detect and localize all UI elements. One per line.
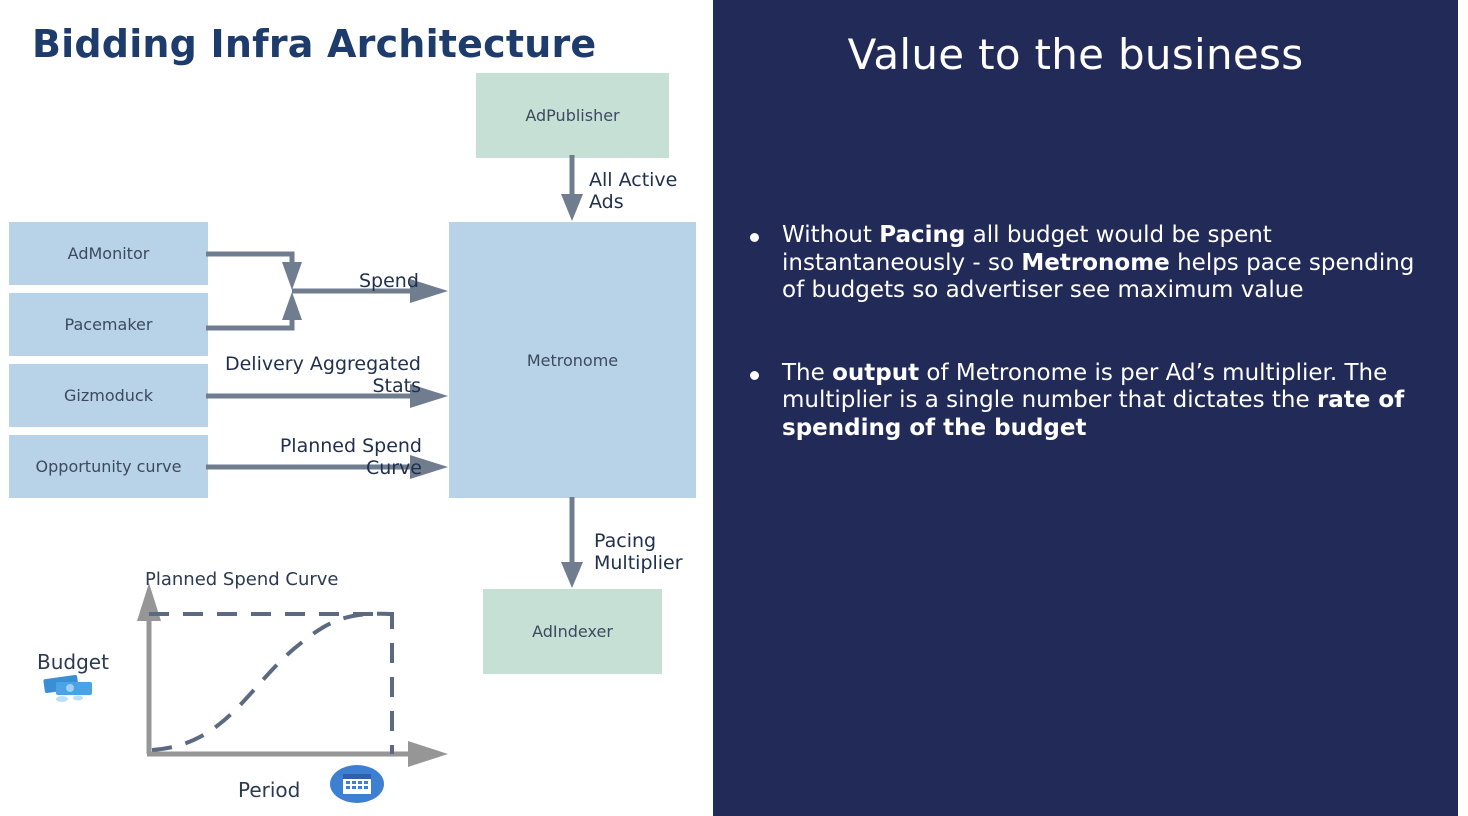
bullet2-bold-output: output xyxy=(832,359,920,386)
adindexer-box: AdIndexer xyxy=(483,589,662,674)
opportunity-curve-box: Opportunity curve xyxy=(9,435,208,498)
adpublisher-box: AdPublisher xyxy=(476,73,669,158)
mini-chart-title: Planned Spend Curve xyxy=(145,569,339,590)
edge-label-pacing-line1: Pacing xyxy=(594,530,657,552)
calendar-icon xyxy=(330,765,384,803)
pacemaker-connector-line xyxy=(206,316,295,331)
bullet1-bold-pacing: Pacing xyxy=(879,222,966,248)
arrowhead-down-admonitor xyxy=(282,262,302,290)
arrowhead-spend xyxy=(410,279,448,303)
arrowhead-delivery xyxy=(410,384,448,408)
bullet-dot-icon xyxy=(750,370,759,380)
edge-label-delivery-line2: Stats xyxy=(372,375,421,397)
money-icon xyxy=(43,674,92,702)
bullet-item-output: The output of Metronome is per Ad’s mult… xyxy=(748,360,1428,443)
bullet1-bold-metronome: Metronome xyxy=(1021,249,1170,276)
edge-label-pacing-line2: Multiplier xyxy=(594,552,683,574)
mini-chart-x-label: Period xyxy=(238,778,301,802)
bullet-item-pacing: Without Pacing all budget would be spent… xyxy=(748,222,1428,305)
admonitor-connector-line xyxy=(206,251,295,263)
bullet1-text-2: all budget would be spent instantaneousl… xyxy=(782,222,1272,276)
bullet2-text-2: of Metronome is per Ad’s multiplier. The… xyxy=(782,359,1388,414)
arrowheads xyxy=(282,194,583,588)
metronome-box: Metronome xyxy=(449,222,696,498)
edge-label-spend: Spend xyxy=(359,270,419,292)
bullet1-text-1: Without xyxy=(782,222,880,248)
bullet-dot-icon xyxy=(750,233,759,242)
bullet2-bold-rate: rate of spending of the budget xyxy=(782,387,1405,441)
diagram-graphics xyxy=(43,155,583,803)
arrowhead-planned xyxy=(410,455,448,479)
edge-label-delivery-line1: Delivery Aggregated xyxy=(224,353,421,375)
gizmoduck-box: Gizmoduck xyxy=(9,364,208,427)
pacemaker-box: Pacemaker xyxy=(9,293,208,356)
right-title: Value to the business xyxy=(847,30,1304,79)
chart-y-axis-arrow xyxy=(137,583,161,621)
mini-chart xyxy=(137,583,448,767)
slide-title: Bidding Infra Architecture xyxy=(32,22,597,66)
bullet1-text-3: helps pace spending of budgets so advert… xyxy=(782,249,1415,304)
arrowhead-down-pacing xyxy=(561,562,583,588)
admonitor-box: AdMonitor xyxy=(9,222,208,285)
edge-label-all-active-ads-line1: All Active xyxy=(589,169,678,191)
chart-x-axis-arrow xyxy=(408,741,448,767)
edge-label-all-active-ads-line2: Ads xyxy=(589,191,624,213)
bullet2-text-1: The xyxy=(782,359,833,386)
arrowhead-down-adpublisher xyxy=(561,194,583,221)
mini-chart-y-label: Budget xyxy=(37,650,109,674)
right-panel xyxy=(713,0,1458,816)
budget-limit-dashed-line xyxy=(149,612,394,754)
edge-label-planned-line2: Curve xyxy=(365,457,422,479)
arrowhead-up-pacemaker xyxy=(282,292,302,320)
value-bullet-list: Without Pacing all budget would be spent… xyxy=(748,222,1428,497)
right-edge-strip xyxy=(1458,0,1468,816)
planned-spend-curve xyxy=(151,611,393,752)
edge-label-planned-line1: Planned Spend xyxy=(279,435,422,457)
